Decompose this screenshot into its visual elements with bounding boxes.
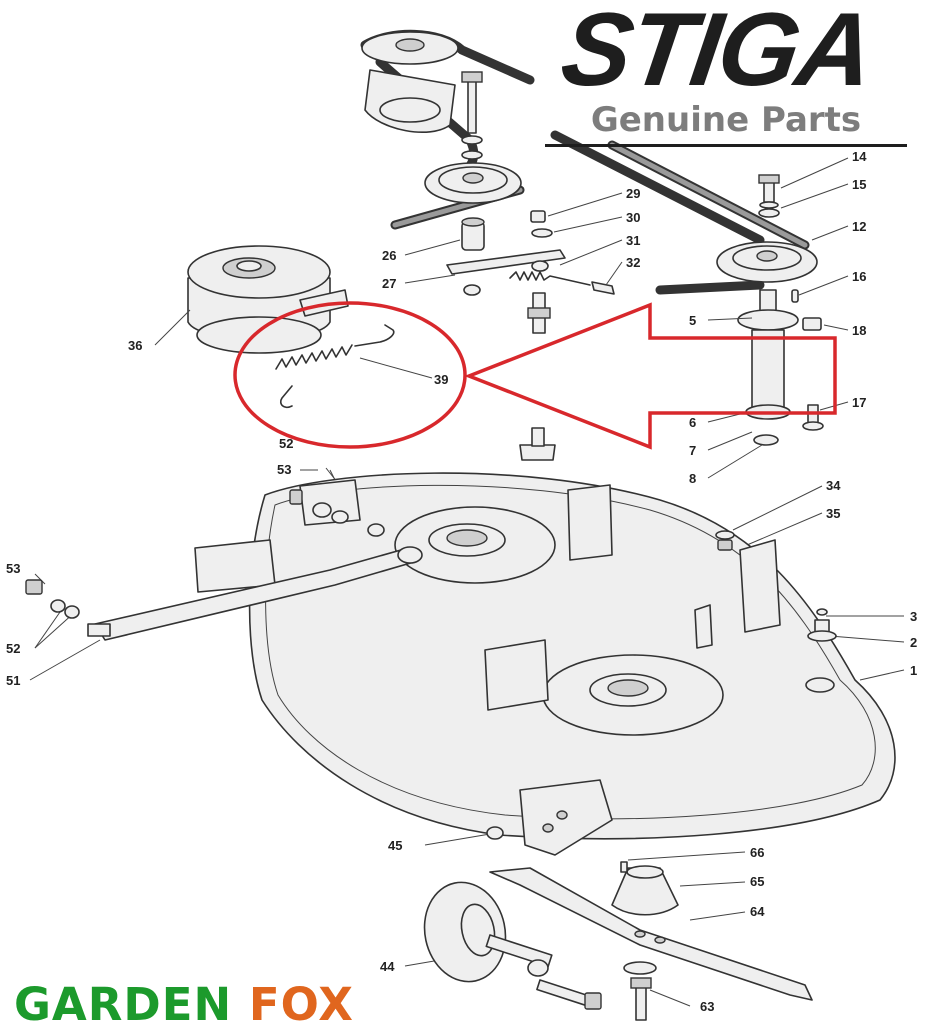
- mower-blade-64: [489, 867, 813, 1001]
- stiga-logo: STIGA: [554, 0, 880, 108]
- nut-29: [530, 210, 546, 223]
- deck-lift-arm: [25, 546, 423, 641]
- callout-2[interactable]: 2: [910, 635, 917, 650]
- bolt-17: [802, 404, 824, 431]
- callout-53-upper[interactable]: 53: [277, 462, 291, 477]
- callout-17[interactable]: 17: [852, 395, 866, 410]
- gardenfox-logo: GARDEN FOX: [14, 980, 354, 1030]
- callout-12[interactable]: 12: [852, 219, 866, 234]
- mower-deck: [194, 427, 896, 840]
- callout-51[interactable]: 51: [6, 673, 20, 688]
- bracket-washers-52-53: [289, 489, 385, 537]
- callout-45[interactable]: 45: [388, 838, 402, 853]
- callout-30[interactable]: 30: [626, 210, 640, 225]
- highlight-marker: [233, 301, 837, 450]
- callout-65[interactable]: 65: [750, 874, 764, 889]
- tension-spring-39: [275, 324, 433, 409]
- callout-16[interactable]: 16: [852, 269, 866, 284]
- bolt-top: [461, 71, 483, 160]
- blade-hub-65: [611, 861, 679, 916]
- callout-35[interactable]: 35: [826, 506, 840, 521]
- callout-27[interactable]: 27: [382, 276, 396, 291]
- nut-18: [802, 317, 822, 331]
- callout-39-highlighted[interactable]: 39: [434, 372, 448, 387]
- blade-bolt-63: [623, 961, 657, 1021]
- leader-lines: [29, 157, 905, 1007]
- spring-31: [509, 260, 591, 286]
- wheel-bracket: [486, 779, 613, 856]
- spindle-housing-5: [737, 289, 799, 446]
- gardenfox-logo-garden: GARDEN: [14, 978, 233, 1031]
- spindle-pulley-12: [716, 241, 818, 283]
- callout-8[interactable]: 8: [689, 471, 696, 486]
- bolt-32: [591, 281, 615, 295]
- callout-1[interactable]: 1: [910, 663, 917, 678]
- key-16: [791, 289, 799, 303]
- callout-6[interactable]: 6: [689, 415, 696, 430]
- callout-36[interactable]: 36: [128, 338, 142, 353]
- idler-pulley-top: [361, 31, 459, 133]
- callout-18[interactable]: 18: [852, 323, 866, 338]
- callout-labels: 14 15 12 16 18 17 29 30 31 32 26 27 36 5…: [6, 149, 917, 1014]
- callout-5[interactable]: 5: [689, 313, 696, 328]
- callout-31[interactable]: 31: [626, 233, 640, 248]
- plate-27: [446, 249, 566, 296]
- callout-29[interactable]: 29: [626, 186, 640, 201]
- callout-63[interactable]: 63: [700, 999, 714, 1014]
- bolt-14: [758, 174, 780, 218]
- stud-idler: [527, 292, 551, 334]
- callout-52-left[interactable]: 52: [6, 641, 20, 656]
- callout-66[interactable]: 66: [750, 845, 764, 860]
- callout-3[interactable]: 3: [910, 609, 917, 624]
- callout-44[interactable]: 44: [380, 959, 395, 974]
- fitting-2-3: [807, 608, 837, 642]
- callout-26[interactable]: 26: [382, 248, 396, 263]
- genuine-parts-tagline: Genuine Parts: [590, 100, 862, 140]
- washer-30: [531, 228, 553, 238]
- callout-14[interactable]: 14: [852, 149, 867, 164]
- idler-pulley-middle: [424, 162, 522, 204]
- electric-clutch: [187, 245, 349, 354]
- callout-34[interactable]: 34: [826, 478, 841, 493]
- washers-34-35: [715, 530, 735, 551]
- callout-32[interactable]: 32: [626, 255, 640, 270]
- callout-52-upper[interactable]: 52: [279, 436, 293, 451]
- callout-7[interactable]: 7: [689, 443, 696, 458]
- callout-15[interactable]: 15: [852, 177, 866, 192]
- gardenfox-logo-fox: FOX: [248, 978, 354, 1031]
- callout-53-left[interactable]: 53: [6, 561, 20, 576]
- tagline-underline: [545, 144, 907, 147]
- spacer-26: [461, 217, 485, 251]
- callout-64[interactable]: 64: [750, 904, 765, 919]
- gauge-wheel-44: [423, 881, 602, 1010]
